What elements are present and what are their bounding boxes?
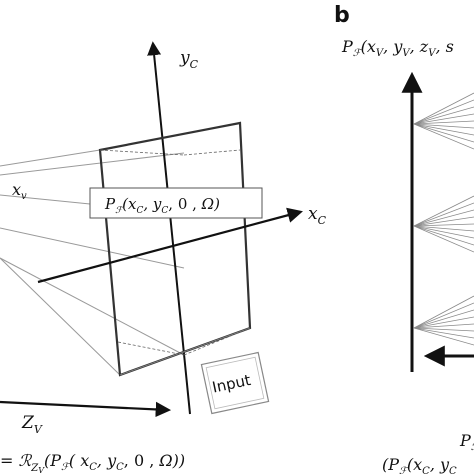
ray-fan-top [413,92,474,150]
panel-b-top-formula: Pℱ(xV, yV, zV, s [341,37,454,59]
panel-b-bottom-formula: (Pℱ(xC, yC [382,455,457,474]
panel-b-bottom-label: Pℱ [459,431,474,453]
x-axis-line [37,207,303,284]
ray-fan-bottom [413,295,474,346]
y-axis-label: yC [179,48,199,71]
svg-text:Pℱ(xC, yC, 0 , Ω): Pℱ(xC, yC, 0 , Ω) [104,195,220,216]
bottom-formula: = ℛZV(Pℱ( xC, yC, 0 , Ω)) [0,451,185,474]
ray-fan-middle [413,195,474,253]
y-axis-line [147,41,191,415]
projection-rays [0,149,185,376]
input-box: Input [200,351,270,415]
image-plane [98,121,252,377]
x-axis-label: xC [308,204,327,227]
z-axis-label: ZV [21,413,43,436]
z-axis-line [0,400,172,418]
plane-point-box: Pℱ(xC, yC, 0 , Ω) [89,187,263,219]
xv-label: xv [12,180,27,202]
panel-b-label: b [334,3,350,28]
